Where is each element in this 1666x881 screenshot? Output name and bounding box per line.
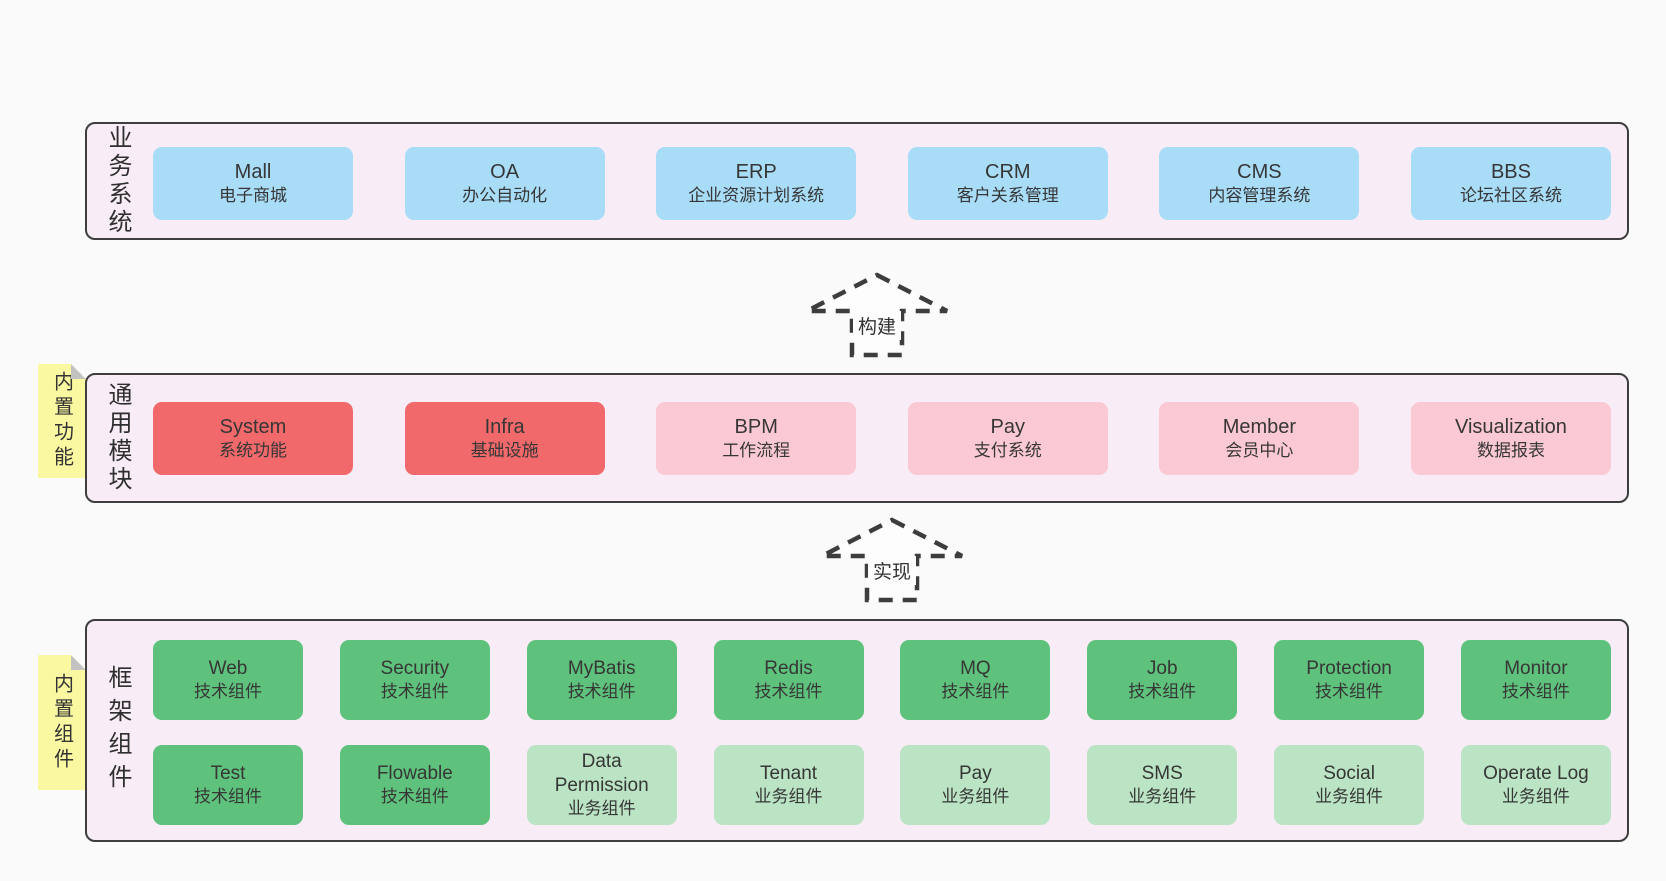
box-operate-log: Operate Log 业务组件 bbox=[1460, 745, 1611, 825]
box-test: Test 技术组件 bbox=[153, 745, 303, 825]
box-flowable: Flowable 技术组件 bbox=[339, 745, 490, 825]
box-pay: Pay 支付系统 bbox=[907, 402, 1108, 475]
sticky-note-label: 内置功能 bbox=[50, 371, 73, 471]
layer-label: 业务系统 bbox=[104, 125, 131, 237]
box-pay-business: Pay 业务组件 bbox=[900, 745, 1051, 825]
business-systems-row: Mall 电子商城 OA 办公自动化 ERP 企业资源计划系统 CRM 客户关系… bbox=[153, 147, 1611, 220]
box-social: Social 业务组件 bbox=[1274, 745, 1425, 825]
box-job: Job 技术组件 bbox=[1087, 640, 1238, 720]
arrow-label: 实现 bbox=[867, 556, 917, 585]
box-visualization: Visualization 数据报表 bbox=[1410, 402, 1611, 475]
box-data-permission: Data Permission 业务组件 bbox=[526, 745, 677, 825]
box-bbs: BBS 论坛社区系统 bbox=[1410, 147, 1611, 220]
box-member: Member 会员中心 bbox=[1159, 402, 1360, 475]
framework-components-row-1: Web 技术组件 Security 技术组件 MyBatis 技术组件 Redi… bbox=[153, 640, 1611, 720]
layer-business-systems: 业务系统 Mall 电子商城 OA 办公自动化 ERP 企业资源计划系统 CRM… bbox=[85, 122, 1629, 240]
box-security: Security 技术组件 bbox=[339, 640, 490, 720]
folded-corner-icon bbox=[71, 655, 86, 670]
box-infra: Infra 基础设施 bbox=[404, 402, 605, 475]
arrow-label: 构建 bbox=[852, 311, 902, 340]
box-mq: MQ 技术组件 bbox=[900, 640, 1051, 720]
sticky-note-label: 内置组件 bbox=[50, 672, 73, 773]
box-bpm: BPM 工作流程 bbox=[656, 402, 857, 475]
box-cms: CMS 内容管理系统 bbox=[1159, 147, 1360, 220]
box-web: Web 技术组件 bbox=[153, 640, 303, 720]
layer-label: 通用模块 bbox=[104, 382, 131, 494]
box-mall: Mall 电子商城 bbox=[153, 147, 353, 220]
box-system: System 系统功能 bbox=[153, 402, 353, 475]
box-sms: SMS 业务组件 bbox=[1087, 745, 1238, 825]
build-arrow: 构建 bbox=[804, 272, 950, 358]
box-oa: OA 办公自动化 bbox=[404, 147, 605, 220]
layer-common-modules: 通用模块 System 系统功能 Infra 基础设施 BPM 工作流程 Pay… bbox=[85, 373, 1629, 503]
box-mybatis: MyBatis 技术组件 bbox=[526, 640, 677, 720]
implement-arrow: 实现 bbox=[819, 517, 965, 603]
sticky-note-builtin-functions: 内置功能 bbox=[38, 364, 86, 478]
box-redis: Redis 技术组件 bbox=[713, 640, 864, 720]
box-protection: Protection 技术组件 bbox=[1274, 640, 1425, 720]
box-monitor: Monitor 技术组件 bbox=[1460, 640, 1611, 720]
box-erp: ERP 企业资源计划系统 bbox=[656, 147, 857, 220]
folded-corner-icon bbox=[71, 364, 86, 379]
layer-label: 框架组件 bbox=[104, 664, 131, 797]
framework-components-row-2: Test 技术组件 Flowable 技术组件 Data Permission … bbox=[153, 745, 1611, 825]
box-tenant: Tenant 业务组件 bbox=[713, 745, 864, 825]
sticky-note-builtin-components: 内置组件 bbox=[38, 655, 86, 790]
layer-framework-components: 框架组件 Web 技术组件 Security 技术组件 MyBatis 技术组件… bbox=[85, 619, 1629, 842]
box-crm: CRM 客户关系管理 bbox=[907, 147, 1108, 220]
common-modules-row: System 系统功能 Infra 基础设施 BPM 工作流程 Pay 支付系统… bbox=[153, 402, 1611, 475]
